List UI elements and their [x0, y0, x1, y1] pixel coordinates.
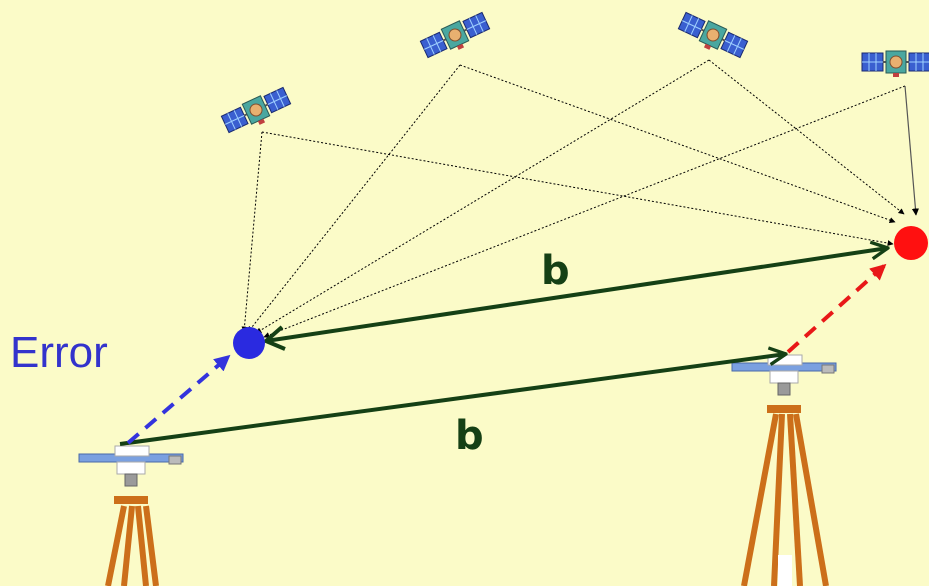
target-point — [894, 226, 928, 260]
survey-tripod-icon — [78, 445, 184, 586]
error-vector-red — [786, 263, 887, 354]
baseline-estimated — [265, 248, 888, 343]
signal-lines — [241, 59, 906, 338]
baseline-start-arrow — [262, 325, 286, 351]
satellite-icon — [667, 0, 757, 83]
baseline-true — [119, 354, 786, 446]
baseline-label-top: b — [541, 248, 570, 294]
estimated-point — [233, 327, 265, 359]
satellite-icon — [219, 84, 295, 139]
satellite-icon — [851, 23, 929, 105]
signal-line-direct — [904, 85, 920, 216]
satellite-icon — [418, 9, 494, 64]
survey-tripod-icon — [731, 354, 837, 586]
error-label: Error — [10, 328, 108, 377]
baseline-label-bottom: b — [455, 413, 484, 459]
